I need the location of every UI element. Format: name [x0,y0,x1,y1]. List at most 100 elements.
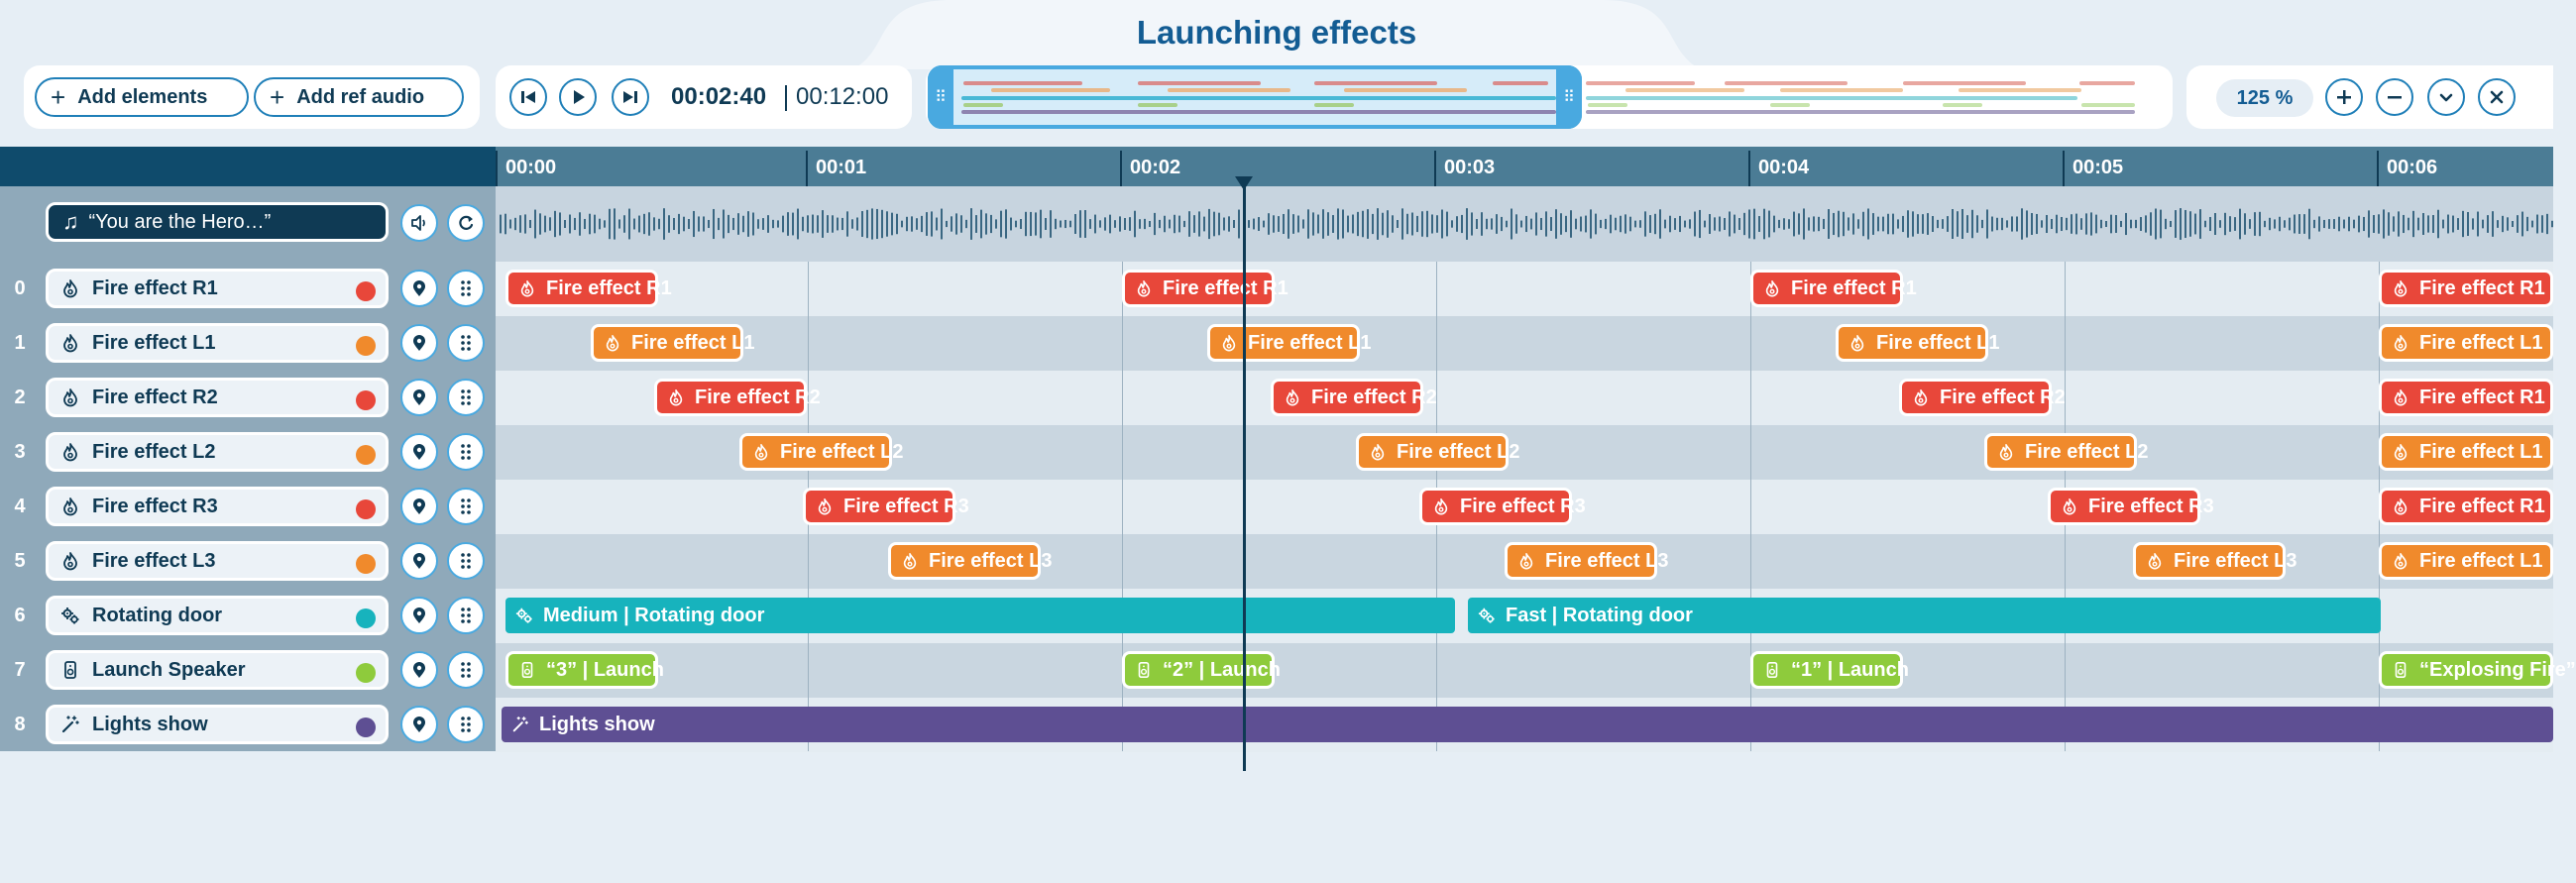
track-color-dot[interactable] [356,499,376,519]
timeline-clip[interactable]: Fire effect L2 [1984,433,2148,471]
timeline-clip[interactable]: “2” | Launch [1122,651,1281,689]
track-row[interactable] [496,371,2553,425]
timeline-clip[interactable]: Fire effect R2 [1899,379,2066,416]
timeline-clip[interactable]: Fire effect L1 [591,324,754,362]
skip-forward-button[interactable] [612,78,649,116]
track-label[interactable]: Launch Speaker [46,650,389,690]
timeline-clip[interactable]: Lights show [502,707,2553,742]
play-button[interactable] [559,78,597,116]
minimap-left-handle[interactable]: ⠿ [928,65,953,129]
track-color-dot[interactable] [356,445,376,465]
track-drag-handle[interactable] [447,433,485,471]
skip-back-button[interactable] [509,78,547,116]
timeline-clip[interactable]: Fire effect R3 [1419,488,1586,525]
timeline-clip[interactable]: Fire effect L2 [1356,433,1519,471]
timeline-clip[interactable]: Fast | Rotating door [1468,598,2381,633]
timeline-clip[interactable]: “Explosing Fire” [2379,651,2576,689]
track-label[interactable]: Fire effect R1 [46,269,389,308]
timeline-clip[interactable]: Fire effect L3 [1505,542,1668,580]
collapse-button[interactable] [2427,78,2465,116]
timeline-clip[interactable]: Fire effect R1 [2379,488,2553,525]
track-row[interactable] [496,262,2553,316]
waveform-bar [832,215,834,233]
track-location-button[interactable] [400,651,438,689]
timeline-clip[interactable]: Fire effect L2 [739,433,903,471]
time-ruler[interactable] [496,147,2553,186]
add-ref-audio-button[interactable]: + Add ref audio [254,77,464,117]
track-color-dot[interactable] [356,336,376,356]
waveform-bar [2160,209,2162,239]
timeline-clip[interactable]: Fire effect L1 [1836,324,1999,362]
track-location-button[interactable] [400,324,438,362]
track-location-button[interactable] [400,270,438,307]
track-color-dot[interactable] [356,608,376,628]
waveform-bar [1387,210,1389,238]
timeline-clip[interactable]: Medium | Rotating door [505,598,1455,633]
timeline-clip[interactable]: Fire effect R1 [2379,379,2553,416]
track-color-dot[interactable] [356,554,376,574]
timeline-clip[interactable]: Fire effect R2 [1271,379,1437,416]
track-location-button[interactable] [400,542,438,580]
minimap-right-handle[interactable]: ⠿ [1556,65,1582,129]
grip-icon [461,280,471,296]
track-color-dot[interactable] [356,390,376,410]
map-pin-icon [413,717,425,732]
track-drag-handle[interactable] [447,542,485,580]
audio-waveform-row[interactable] [496,186,2553,262]
timeline-clip[interactable]: Fire effect R1 [505,270,672,307]
audio-loop-button[interactable] [447,204,485,242]
timeline-clip[interactable]: Fire effect L3 [888,542,1052,580]
track-label[interactable]: Fire effect L1 [46,323,389,363]
track-location-button[interactable] [400,706,438,743]
track-row[interactable] [496,316,2553,371]
track-drag-handle[interactable] [447,706,485,743]
audio-track-label[interactable]: ♫ “You are the Hero…” [46,202,389,242]
track-drag-handle[interactable] [447,270,485,307]
timeline-clip[interactable]: “1” | Launch [1750,651,1909,689]
track-row[interactable] [496,643,2553,698]
track-drag-handle[interactable] [447,651,485,689]
waveform-bar [2348,216,2350,232]
timeline-clip[interactable]: Fire effect R3 [2048,488,2214,525]
minimap-clip [1725,81,1848,85]
track-label[interactable]: Lights show [46,705,389,744]
track-label[interactable]: Rotating door [46,596,389,635]
playhead[interactable] [1243,180,1246,771]
track-name: Fire effect R1 [92,276,218,299]
audio-mute-button[interactable] [400,204,438,242]
waveform-bar [1634,220,1636,228]
track-location-button[interactable] [400,488,438,525]
timeline-clip[interactable]: Fire effect R1 [1750,270,1917,307]
timeline-clip[interactable]: “3” | Launch [505,651,664,689]
timeline-clip[interactable]: Fire effect L3 [2133,542,2296,580]
track-color-dot[interactable] [356,717,376,737]
track-label[interactable]: Fire effect R3 [46,487,389,526]
add-elements-button[interactable]: + Add elements [35,77,249,117]
track-color-dot[interactable] [356,281,376,301]
waveform-bar [1099,220,1101,228]
track-drag-handle[interactable] [447,379,485,416]
zoom-out-button[interactable] [2376,78,2413,116]
timeline-clip[interactable]: Fire effect R1 [1122,270,1288,307]
track-location-button[interactable] [400,379,438,416]
zoom-in-button[interactable] [2325,78,2363,116]
timeline-clip[interactable]: Fire effect L1 [2379,433,2553,471]
timeline-clip[interactable]: Fire effect L1 [2379,324,2553,362]
track-drag-handle[interactable] [447,488,485,525]
timeline-clip[interactable]: Fire effect R2 [654,379,821,416]
clip-label: Fire effect R3 [2088,495,2214,517]
timeline-clip[interactable]: Fire effect L1 [1207,324,1371,362]
waveform-bar [2075,213,2077,235]
track-location-button[interactable] [400,433,438,471]
track-label[interactable]: Fire effect R2 [46,378,389,417]
track-label[interactable]: Fire effect L3 [46,541,389,581]
track-drag-handle[interactable] [447,324,485,362]
timeline-clip[interactable]: Fire effect R1 [2379,270,2553,307]
track-drag-handle[interactable] [447,597,485,634]
timeline-clip[interactable]: Fire effect L1 [2379,542,2553,580]
track-location-button[interactable] [400,597,438,634]
track-color-dot[interactable] [356,663,376,683]
track-label[interactable]: Fire effect L2 [46,432,389,472]
timeline-clip[interactable]: Fire effect R3 [803,488,969,525]
close-button[interactable] [2478,78,2516,116]
